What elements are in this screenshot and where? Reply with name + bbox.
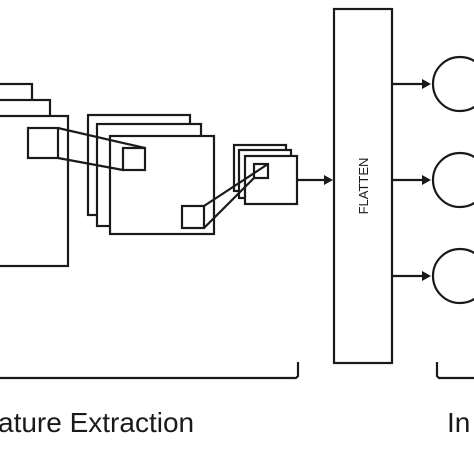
flatten-label: FLATTEN bbox=[356, 158, 371, 215]
feature-map-stack-1 bbox=[0, 82, 70, 268]
projection-line bbox=[203, 177, 255, 229]
neuron-layer bbox=[431, 55, 474, 305]
projection-lines-1 bbox=[57, 126, 146, 172]
receptive-field-2b bbox=[180, 204, 206, 230]
neuron-node bbox=[431, 247, 474, 305]
inference-bracket bbox=[435, 362, 474, 380]
flatten-layer: FLATTEN bbox=[332, 7, 394, 365]
receptive-field-2a bbox=[121, 146, 147, 172]
arrow-to-flatten bbox=[297, 175, 333, 185]
flatten-box bbox=[332, 7, 394, 365]
projection-line bbox=[203, 163, 269, 207]
projection-line bbox=[57, 156, 124, 172]
feature-extraction-bracket bbox=[0, 362, 300, 380]
projection-line bbox=[57, 126, 146, 150]
neuron-node bbox=[431, 55, 474, 113]
arrows-to-neurons bbox=[392, 79, 431, 281]
feature-extraction-label: ature Extraction bbox=[0, 407, 194, 438]
projection-lines-2 bbox=[203, 163, 269, 229]
feature-map-stack-2 bbox=[86, 113, 216, 236]
feature-map-stack-3 bbox=[232, 143, 299, 206]
receptive-field-1 bbox=[26, 126, 60, 160]
right-section-label: In bbox=[447, 407, 470, 438]
neuron-node bbox=[431, 151, 474, 209]
